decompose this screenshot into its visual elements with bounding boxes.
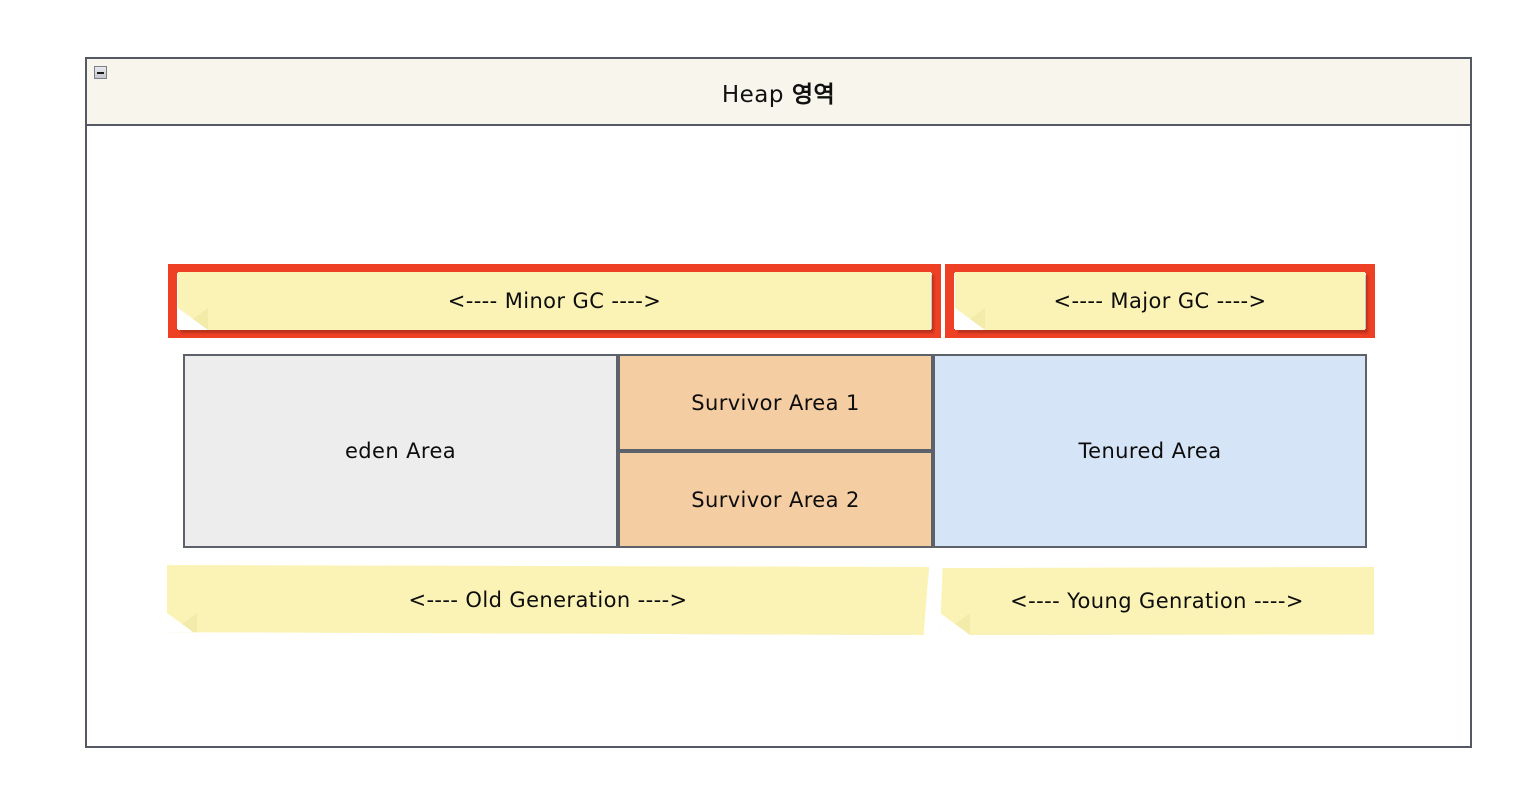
minor-gc-highlight-box (168, 264, 941, 338)
major-gc-note: <---- Major GC ----> (955, 272, 1365, 330)
frame-body: <---- Minor GC ----> <---- Major GC ----… (87, 126, 1470, 746)
memory-area-survivor-2-label: Survivor Area 2 (691, 487, 860, 512)
memory-area-survivor-1-label: Survivor Area 1 (691, 390, 860, 415)
page-title: Heap 영역 (722, 75, 835, 109)
memory-area-survivor-2: Survivor Area 2 (618, 451, 933, 548)
note-fold-notch-icon (940, 613, 970, 635)
memory-area-survivor-1: Survivor Area 1 (618, 354, 933, 451)
minus-icon[interactable] (94, 66, 107, 79)
major-gc-note-label: <---- Major GC ----> (1053, 289, 1267, 313)
young-generation-note: <---- Young Genration ----> (940, 567, 1374, 635)
heap-container-frame: Heap 영역 <---- Minor GC ----> <---- Major… (85, 57, 1472, 748)
page-title-korean: 영역 (791, 81, 836, 108)
frame-header: Heap 영역 (87, 59, 1470, 126)
memory-area-tenured: Tenured Area (933, 354, 1367, 548)
page-title-latin: Heap (721, 81, 792, 108)
memory-area-tenured-label: Tenured Area (1078, 439, 1222, 463)
young-generation-note-label: <---- Young Genration ----> (1010, 589, 1304, 613)
major-gc-highlight-box (945, 264, 1375, 338)
note-fold-notch-icon (178, 308, 208, 330)
memory-area-eden: eden Area (183, 354, 618, 548)
minor-gc-note-label: <---- Minor GC ----> (447, 289, 662, 313)
old-generation-note-label: <---- Old Generation ----> (408, 588, 688, 612)
memory-area-eden-label: eden Area (344, 439, 457, 463)
old-generation-note: <---- Old Generation ----> (167, 565, 929, 635)
note-fold-notch-icon (955, 308, 985, 330)
minus-icon-bar (97, 72, 104, 74)
minor-gc-note: <---- Minor GC ----> (178, 272, 931, 330)
note-fold-notch-icon (167, 613, 197, 635)
